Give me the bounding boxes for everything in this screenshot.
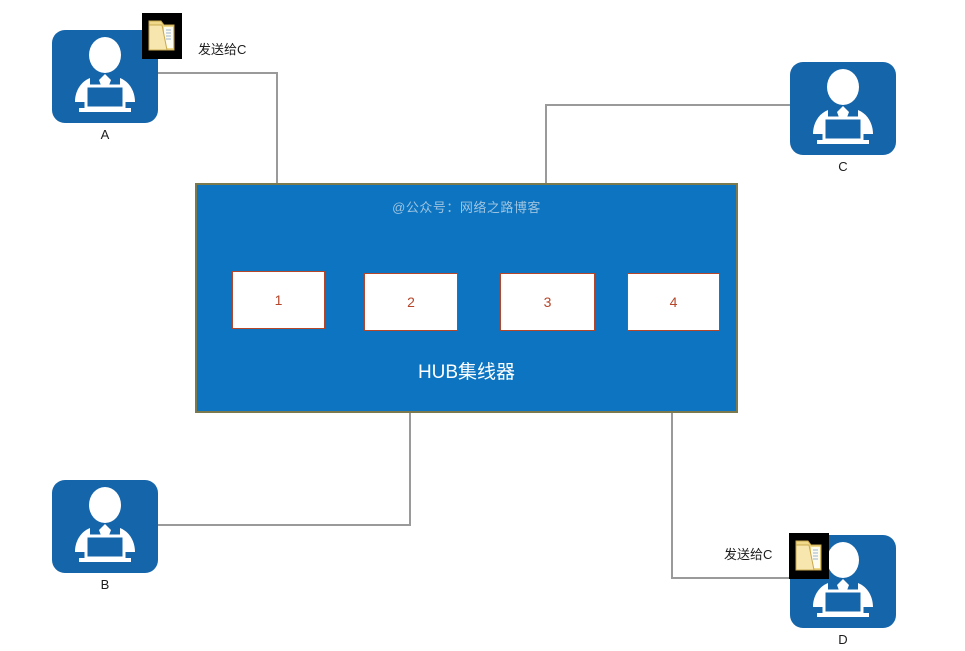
hub-port-3-number: 3 [543, 294, 552, 310]
hub-port-4[interactable]: 4 [627, 273, 720, 331]
hub-device[interactable]: @公众号：网络之路博客 1 2 3 4 HUB集线器 [195, 183, 738, 413]
folder-icon-a [142, 13, 182, 59]
host-c[interactable]: C [790, 62, 896, 174]
user-at-laptop-icon [52, 480, 158, 573]
host-d-label: D [838, 632, 848, 647]
hub-port-2-number: 2 [407, 294, 415, 310]
send-to-c-label-d: 发送给C [724, 547, 773, 562]
hub-port-2[interactable]: 2 [364, 273, 458, 331]
host-b-label: B [100, 577, 110, 592]
hub-label: HUB集线器 [417, 362, 516, 383]
hub-port-4-number: 4 [669, 294, 678, 310]
watermark-text: @公众号：网络之路博客 [392, 200, 541, 215]
user-at-laptop-icon [790, 62, 896, 155]
folder-icon-d [789, 533, 829, 579]
host-c-label: C [838, 159, 848, 174]
hub-port-1-number: 1 [274, 292, 283, 308]
host-a-label: A [100, 127, 110, 142]
hub-port-1[interactable]: 1 [232, 271, 325, 329]
user-at-laptop-icon [52, 30, 158, 123]
send-to-c-label-a: 发送给C [198, 42, 247, 57]
host-b[interactable]: B [52, 480, 158, 592]
host-a[interactable]: A [52, 30, 158, 142]
hub-port-3[interactable]: 3 [500, 273, 595, 331]
